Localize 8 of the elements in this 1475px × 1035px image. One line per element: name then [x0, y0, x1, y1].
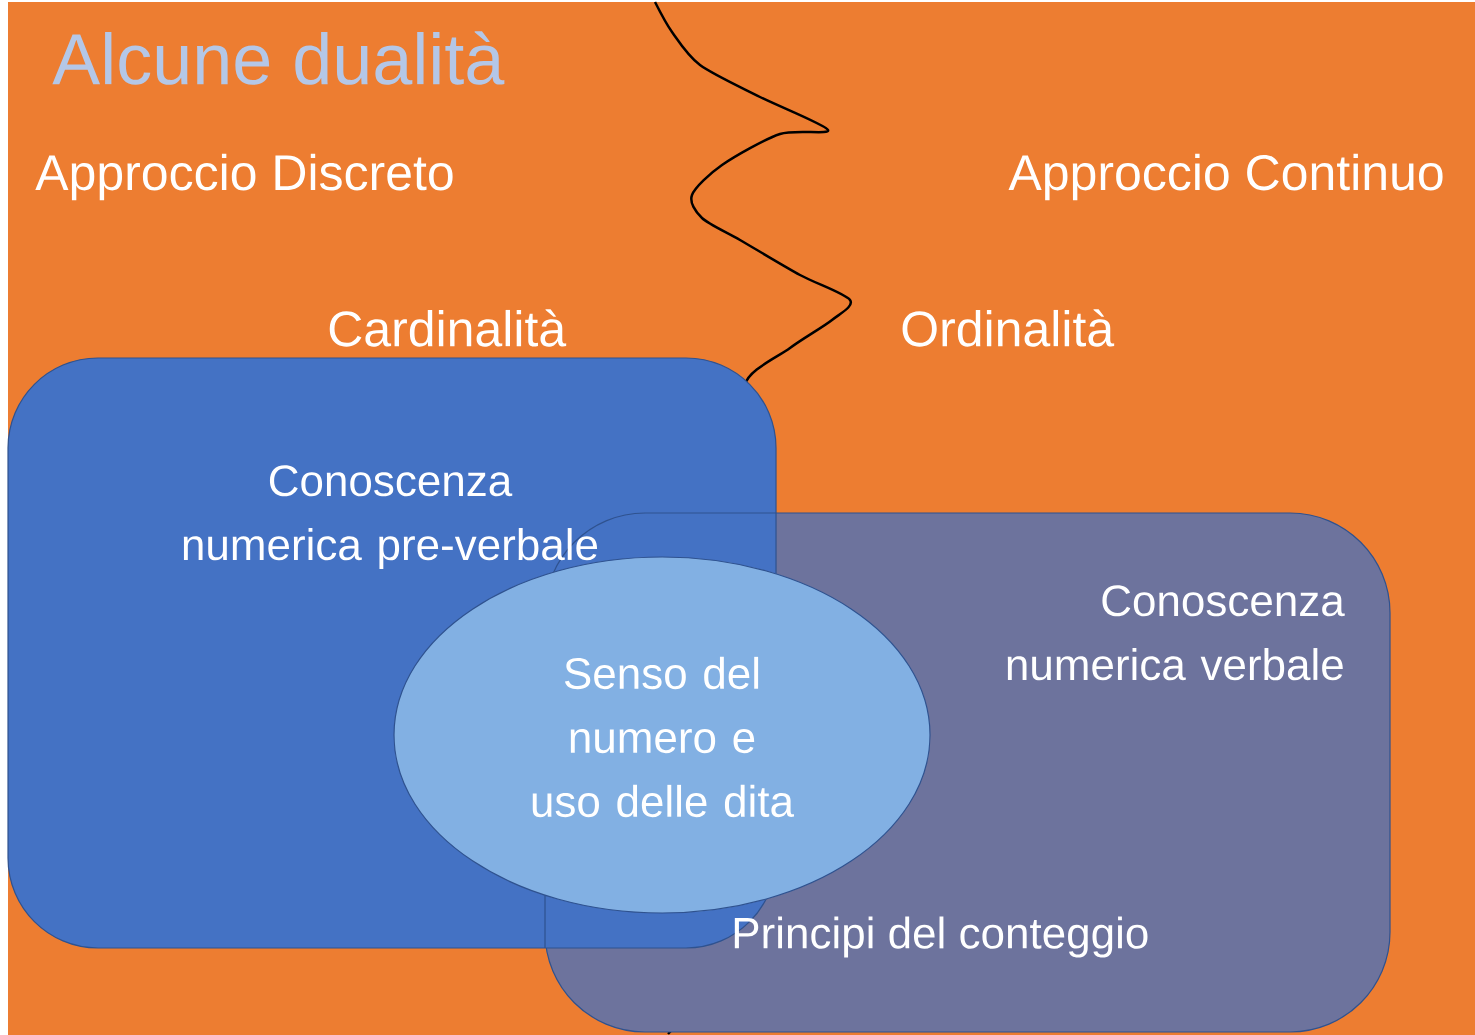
label: Approccio Continuo: [1008, 153, 1443, 201]
ellipse-text: Senso del numero e uso delle dita: [532, 656, 794, 818]
label: Ordinalità: [902, 309, 1115, 347]
label: Approccio Discreto: [35, 153, 453, 201]
box-text: Conoscenza numerica verbale: [1007, 585, 1345, 681]
box-text: Principi del conteggio: [734, 916, 1148, 958]
title: Alcune dualità: [52, 31, 505, 85]
box-text: Conoscenza numerica pre-verbale: [183, 465, 598, 570]
